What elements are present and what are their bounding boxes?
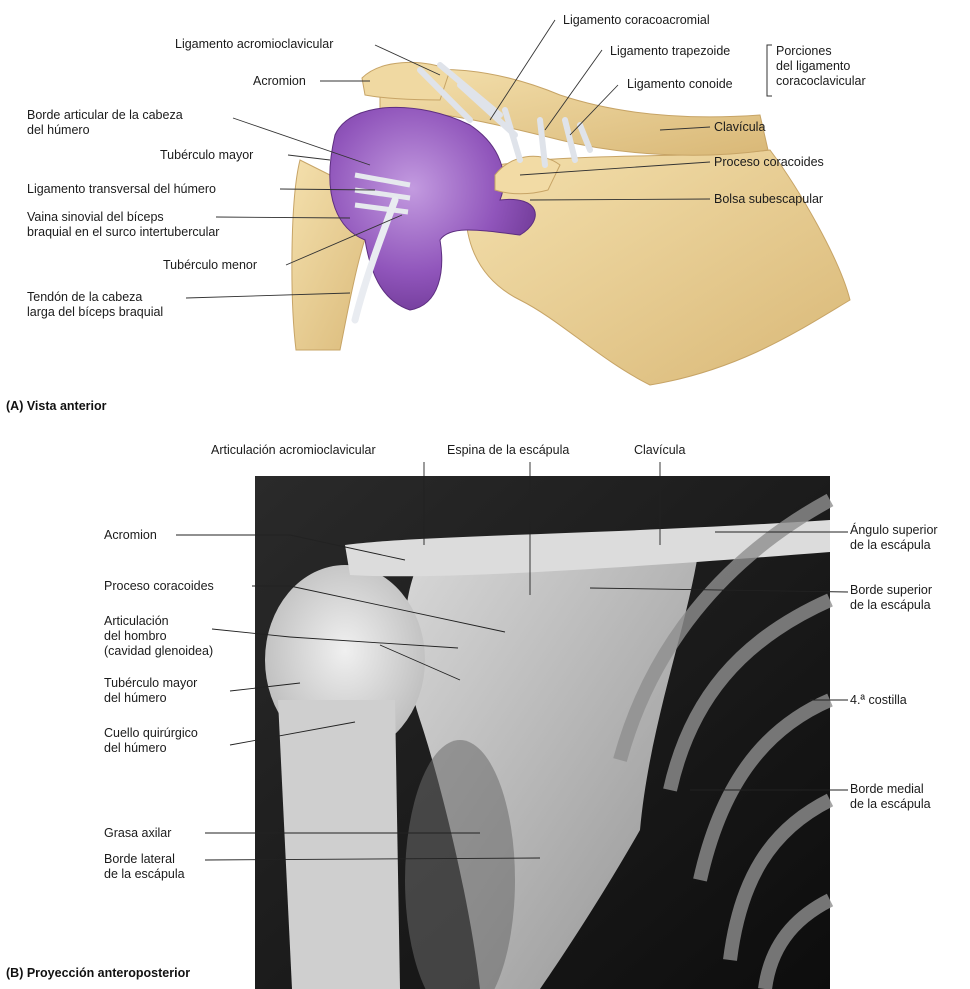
label-line: de la escápula — [104, 867, 185, 882]
xray-humeral-shaft — [278, 700, 400, 989]
label-line: Tubérculo mayor — [104, 676, 197, 691]
label-line: Ángulo superior — [850, 523, 938, 538]
label-axillary-fat: Grasa axilar — [104, 826, 171, 841]
label-line: del húmero — [104, 741, 198, 756]
label-ac-joint: Articulación acromioclavicular — [211, 443, 376, 458]
label-line: Borde lateral — [104, 852, 185, 867]
label-acromion-b: Acromion — [104, 528, 157, 543]
label-line: de la escápula — [850, 598, 932, 613]
label-line: Cuello quirúrgico — [104, 726, 198, 741]
label-greater-tubercle-b: Tubérculo mayor del húmero — [104, 676, 197, 706]
label-superior-angle: Ángulo superior de la escápula — [850, 523, 938, 553]
label-line: del húmero — [104, 691, 197, 706]
label-line: del hombro — [104, 629, 213, 644]
label-line: de la escápula — [850, 538, 938, 553]
label-medial-border: Borde medial de la escápula — [850, 782, 931, 812]
label-clavicle-b: Clavícula — [634, 443, 685, 458]
label-lateral-border: Borde lateral de la escápula — [104, 852, 185, 882]
label-line: (cavidad glenoidea) — [104, 644, 213, 659]
label-fourth-rib: 4.ª costilla — [850, 693, 907, 708]
label-coracoid-b: Proceso coracoides — [104, 579, 214, 594]
label-line: Articulación — [104, 614, 213, 629]
caption-panel-b: (B) Proyección anteroposterior — [6, 966, 190, 980]
label-scapular-spine: Espina de la escápula — [447, 443, 569, 458]
label-glenohumeral-joint: Articulación del hombro (cavidad glenoid… — [104, 614, 213, 659]
label-line: Borde superior — [850, 583, 932, 598]
label-superior-border: Borde superior de la escápula — [850, 583, 932, 613]
label-line: de la escápula — [850, 797, 931, 812]
label-line: Borde medial — [850, 782, 931, 797]
label-surgical-neck: Cuello quirúrgico del húmero — [104, 726, 198, 756]
